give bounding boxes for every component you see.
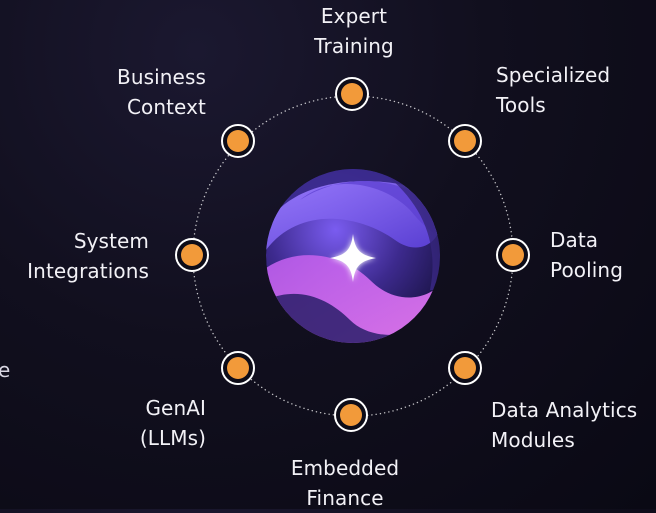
node-embedded-finance bbox=[334, 398, 368, 432]
node-dot bbox=[454, 130, 476, 152]
node-data-analytics-modules bbox=[448, 351, 482, 385]
label-line: Pooling bbox=[550, 258, 624, 282]
cropped-text-fragment: e bbox=[0, 358, 11, 382]
node-specialized-tools bbox=[448, 124, 482, 158]
label-line: GenAI bbox=[145, 396, 206, 420]
label-line: Data bbox=[550, 228, 599, 252]
node-genai-llms bbox=[221, 351, 255, 385]
label-line: Integrations bbox=[27, 259, 149, 283]
node-dot bbox=[454, 357, 476, 379]
label-line: Data Analytics bbox=[491, 398, 638, 422]
label-line: Finance bbox=[306, 486, 384, 510]
label-line: Context bbox=[126, 95, 206, 119]
node-dot bbox=[227, 357, 249, 379]
node-dot bbox=[181, 244, 203, 266]
label-line: Modules bbox=[491, 428, 575, 452]
node-dot bbox=[502, 244, 524, 266]
label-line: (LLMs) bbox=[139, 426, 206, 450]
label-line: Business bbox=[117, 65, 206, 89]
label-line: Specialized bbox=[496, 63, 611, 87]
node-dot bbox=[340, 404, 362, 426]
node-dot bbox=[227, 130, 249, 152]
node-business-context bbox=[221, 124, 255, 158]
label-genai-llms: GenAI (LLMs) bbox=[140, 393, 206, 453]
label-line: Embedded bbox=[290, 456, 400, 480]
label-line: Expert bbox=[320, 4, 388, 28]
label-line: Training bbox=[314, 34, 394, 58]
label-line: Tools bbox=[496, 93, 546, 117]
label-line: System bbox=[73, 229, 149, 253]
node-expert-training bbox=[335, 77, 369, 111]
sparkle-icon bbox=[330, 234, 376, 282]
node-dot bbox=[341, 83, 363, 105]
node-system-integrations bbox=[175, 238, 209, 272]
node-data-pooling bbox=[496, 238, 530, 272]
